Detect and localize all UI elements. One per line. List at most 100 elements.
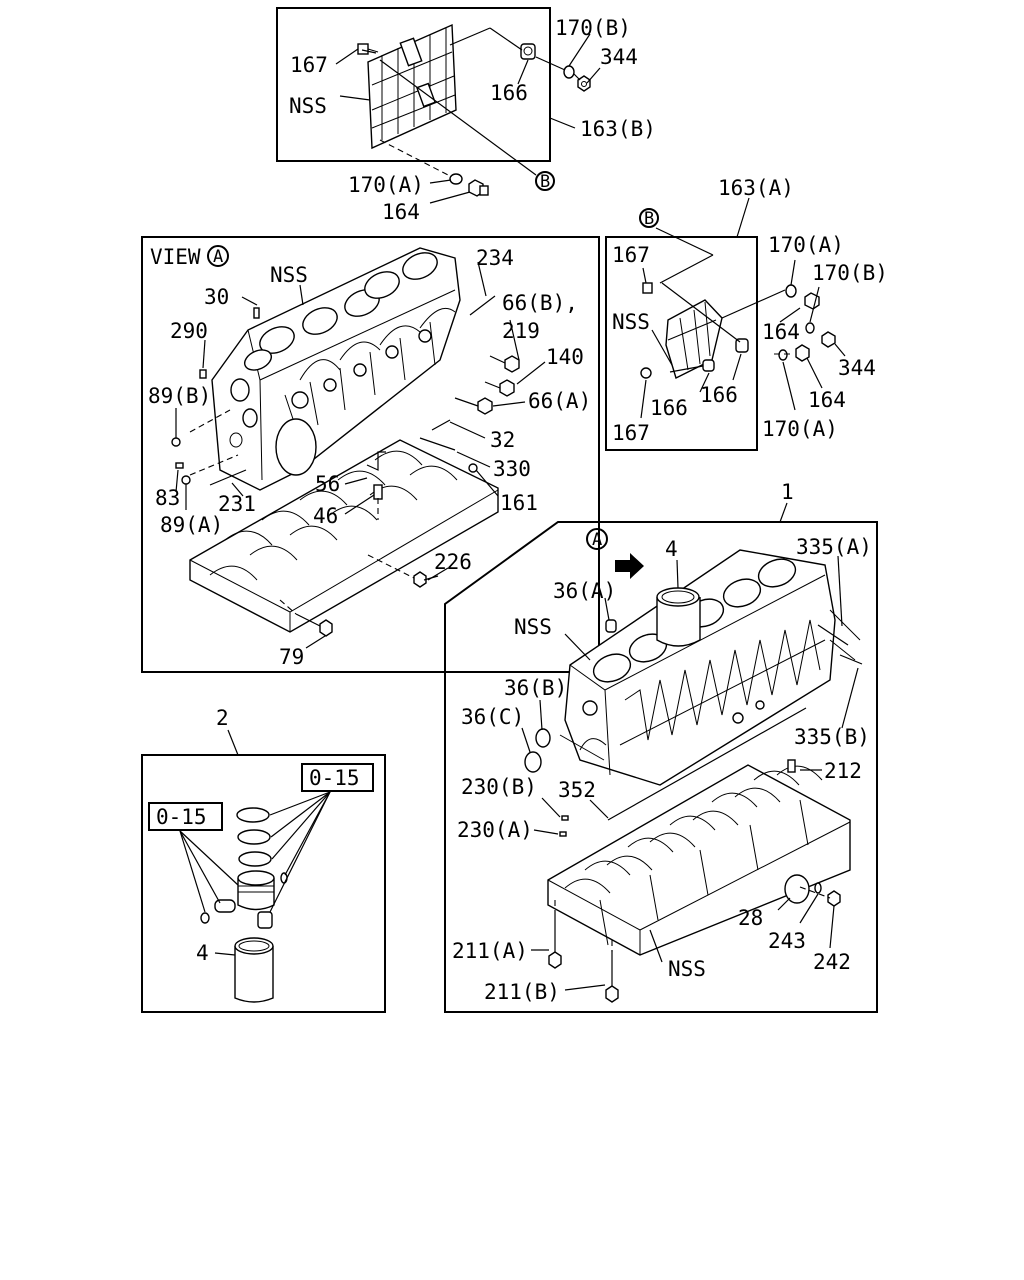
label-170b: 170(B): [555, 16, 631, 40]
label-view: VIEW: [150, 245, 201, 269]
label-46: 46: [313, 504, 338, 528]
label-32: 32: [490, 428, 515, 452]
bolt-164-top-icon: [804, 292, 820, 310]
label-170a: 170(A): [348, 173, 424, 197]
label-230a: 230(A): [457, 818, 533, 842]
ring-1-icon: [236, 807, 270, 823]
label-a-marker: A: [592, 530, 602, 550]
washer-170a-bot-icon: [778, 349, 788, 361]
ring-2-icon: [237, 829, 271, 845]
bushing-icon: [257, 911, 273, 929]
label-166: 166: [490, 81, 528, 105]
pin-83-icon: [175, 462, 184, 469]
pin-230a-icon: [559, 831, 567, 837]
main-block-group: 1 A 4 335(A) 36(A) NSS 36(B) 36(C) 335(B…: [444, 480, 878, 1013]
label-231: 231: [218, 492, 256, 516]
label-164: 164: [382, 200, 420, 224]
circle-b-marker-top: [535, 171, 555, 191]
right-bracket-group: 163(A) B 167 170(A) 170(B) NSS 164 344 1…: [605, 176, 888, 451]
label-89b: 89(B): [148, 384, 211, 408]
label-344: 344: [600, 45, 638, 69]
stud-234-icon: [469, 295, 496, 316]
right-bracket-frame: [605, 236, 758, 451]
washer-170b-icon: [563, 65, 575, 79]
nut-344-icon: [577, 75, 591, 92]
label-219: 219: [502, 319, 540, 343]
label-167-bot: 167: [612, 421, 650, 445]
circle-b-marker-right: [639, 208, 659, 228]
label-211a: 211(A): [452, 939, 528, 963]
label-89a: 89(A): [160, 513, 223, 537]
label-015-left: 0-15: [156, 805, 207, 829]
cylinder-block-drawing: [559, 549, 861, 786]
label-230b: 230(B): [461, 775, 537, 799]
washer-243-icon: [814, 882, 822, 894]
bolt-79-icon: [295, 613, 333, 637]
label-211b: 211(B): [484, 980, 560, 1004]
code-box-top: [301, 763, 374, 792]
washer-170a-top-icon: [785, 284, 797, 298]
bolt-66a-icon: [454, 397, 493, 415]
label-166b: 166: [700, 383, 738, 407]
ring-3-icon: [238, 851, 272, 867]
pin-230b-icon: [561, 815, 569, 821]
circle-a-marker-main: [586, 528, 608, 550]
crankcase-drawing: [547, 764, 851, 956]
circle-a-marker-view: [207, 245, 229, 267]
top-bracket-group: 167 NSS 170(B) 344 166 163(B) B 170(A) 1…: [276, 7, 656, 224]
label-nss: NSS: [612, 310, 650, 334]
snap-ring-right-icon: [280, 872, 288, 884]
label-nss: NSS: [270, 263, 308, 287]
label-015-top: 0-15: [309, 766, 360, 790]
label-344: 344: [838, 356, 876, 380]
washer-170a-icon: [449, 173, 463, 185]
nut-166-icon: [520, 43, 536, 60]
bolt-219-icon: [489, 355, 520, 373]
piston-kit-frame: [141, 754, 386, 1013]
washer-170b-icon: [805, 322, 815, 334]
ladder-frame-view-a-drawing: [189, 439, 499, 633]
label-66a: 66(A): [528, 389, 591, 413]
direction-arrow-icon: [615, 553, 644, 579]
bolt-212-icon: [787, 759, 796, 773]
label-56: 56: [315, 472, 340, 496]
top-bracket-frame: [276, 7, 551, 162]
label-352: 352: [558, 778, 596, 802]
bolt-211b-icon: [605, 950, 619, 1003]
cover-28-icon: [784, 874, 810, 904]
label-212: 212: [824, 759, 862, 783]
plug-161-icon: [468, 463, 478, 473]
label-nss: NSS: [289, 94, 327, 118]
label-164-bot: 164: [808, 388, 846, 412]
plug-36a-icon: [605, 619, 617, 633]
cylinder-liner-4-drawing: [656, 587, 701, 647]
label-140: 140: [546, 345, 584, 369]
label-330: 330: [493, 457, 531, 481]
bolt-46-icon: [373, 484, 383, 500]
label-view-marker: A: [213, 247, 223, 267]
label-79: 79: [279, 645, 304, 669]
label-nss-top: NSS: [514, 615, 552, 639]
label-36c: 36(C): [461, 705, 524, 729]
label-226: 226: [434, 550, 472, 574]
pin-30-icon: [253, 307, 260, 319]
view-a-frame: [141, 236, 600, 673]
label-2: 2: [216, 706, 229, 730]
label-170b: 170(B): [812, 261, 888, 285]
plug-36b-icon: [535, 728, 551, 748]
nut-166a-icon: [735, 338, 749, 353]
label-167-top: 167: [612, 243, 650, 267]
label-164-top: 164: [762, 320, 800, 344]
tube-352-icon: [607, 707, 807, 821]
pin-335b-icon: [839, 654, 863, 665]
piston-pin-icon: [214, 899, 236, 913]
label-163b: 163(B): [580, 117, 656, 141]
label-167: 167: [290, 53, 328, 77]
label-243: 243: [768, 929, 806, 953]
cylinder-liner-icon: [234, 937, 274, 1003]
view-a-group: VIEW A NSS 234 30 66(B), 219 290 140 89(…: [141, 236, 600, 673]
label-242: 242: [813, 950, 851, 974]
bolt-167-top-icon: [642, 282, 653, 294]
label-66b: 66(B),: [502, 291, 578, 315]
piston-kit-group: 2 0-15 0-15 4: [141, 706, 386, 1013]
